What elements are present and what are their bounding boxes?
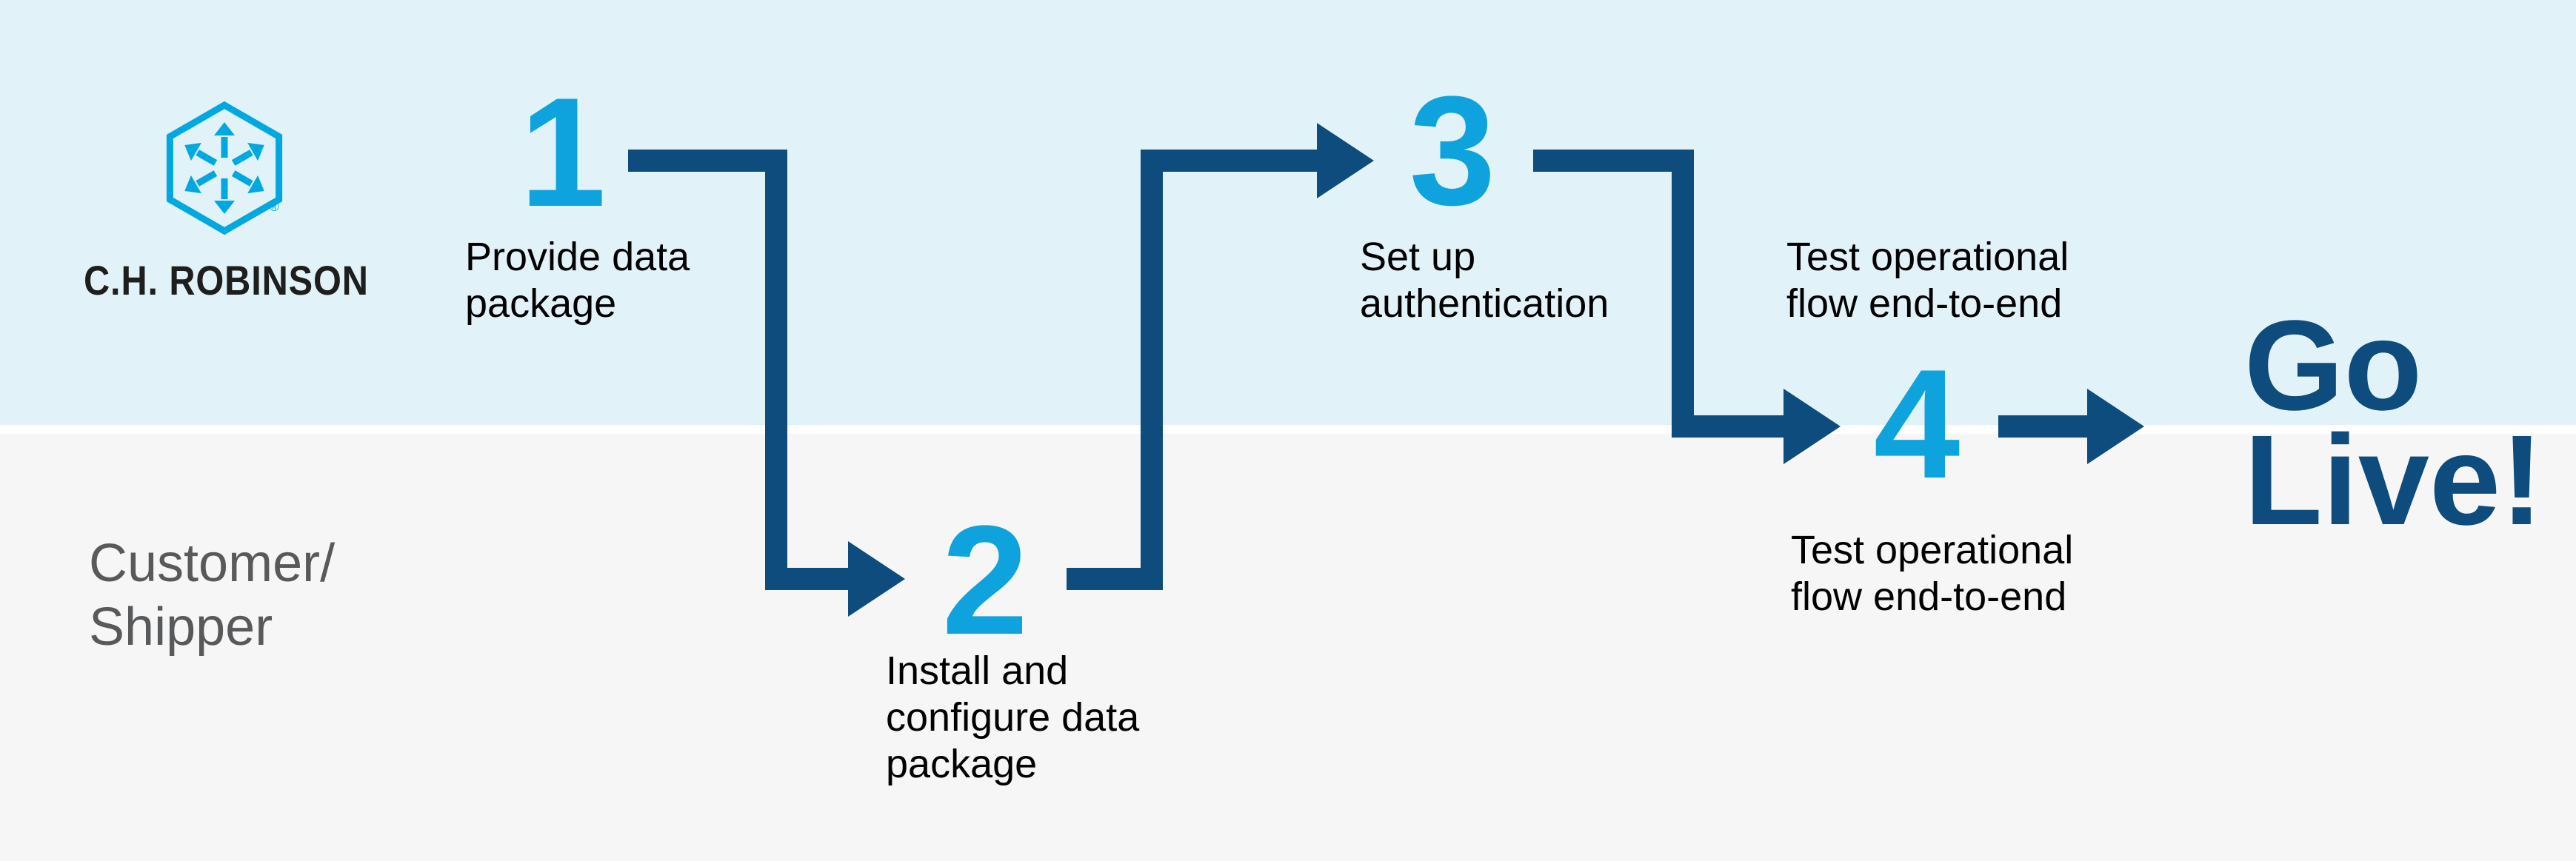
chrobinson-lane-band xyxy=(0,0,2576,425)
step-3-label: Set up authentication xyxy=(1360,235,1609,326)
go-live-finale-label: Go Live! xyxy=(2244,293,2543,552)
arrow-step1-to-step2-icon xyxy=(628,150,905,617)
step-2-number: 2 xyxy=(941,493,1029,667)
registered-trademark-symbol: ® xyxy=(270,200,279,214)
arrow-step2-to-step3-icon xyxy=(1067,123,1374,590)
step-1-label: Provide data package xyxy=(465,235,690,326)
logo-wordmark: C.H. ROBINSON xyxy=(84,257,369,304)
step-4-number: 4 xyxy=(1873,337,1961,511)
logo-radiating-arrows-icon xyxy=(184,122,264,214)
step-1-number: 1 xyxy=(519,65,607,239)
lane-label-customer-shipper: Customer/ Shipper xyxy=(89,534,336,657)
step-4-label-chrobinson-lane: Test operational flow end-to-end xyxy=(1786,235,2069,326)
chrobinson-logo-icon xyxy=(166,101,283,235)
arrow-step3-to-step4-icon xyxy=(1533,150,1841,464)
arrow-step4-to-golive-icon xyxy=(1998,389,2144,464)
step-2-label: Install and configure data package xyxy=(886,649,1140,786)
step-4-label-customer-lane: Test operational flow end-to-end xyxy=(1791,528,2074,619)
customer-lane-band xyxy=(0,434,2576,861)
lane-divider xyxy=(0,425,2576,434)
step-3-number: 3 xyxy=(1409,64,1496,238)
